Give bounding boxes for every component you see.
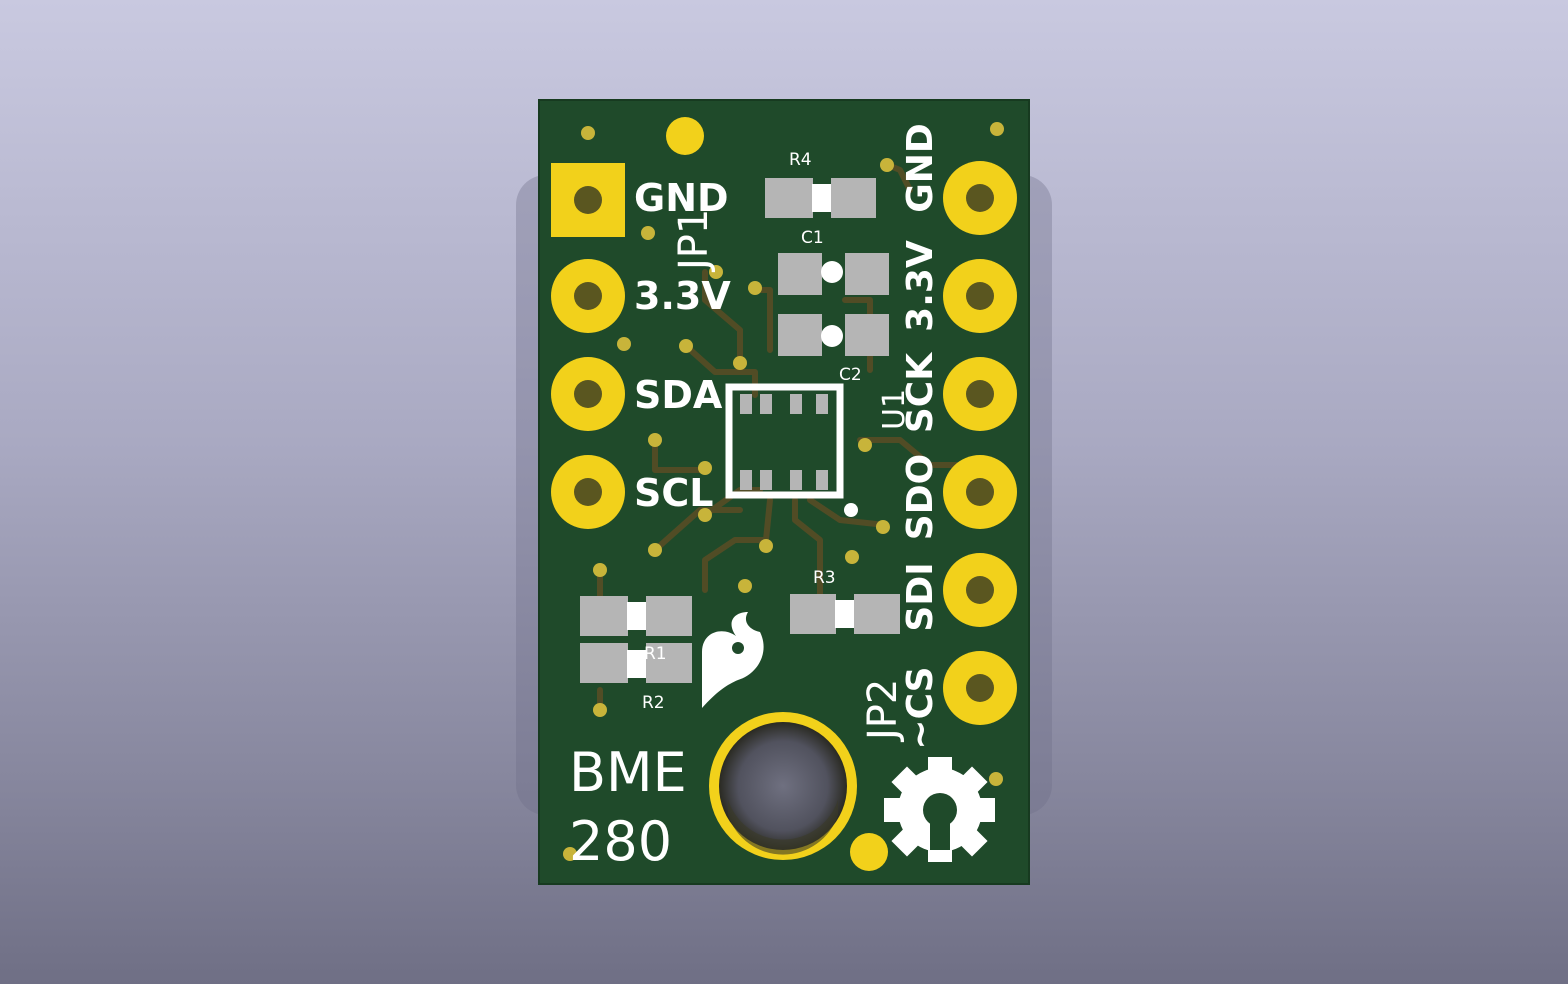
fiducial-bottom [850, 833, 888, 871]
right-pin-label-gnd: GND [900, 123, 941, 213]
right-pin-label-3v3: 3.3V [900, 240, 941, 332]
left-header-pads [551, 163, 625, 529]
r4-designator: R4 [789, 150, 812, 170]
via [759, 539, 773, 553]
jp2-designator: JP2 [860, 679, 906, 743]
r3-designator: R3 [813, 568, 836, 588]
left-pin-label-3v3: 3.3V [634, 274, 731, 318]
via [593, 703, 607, 717]
via [593, 563, 607, 577]
u1-designator: U1 [877, 389, 912, 430]
left-pin-label-sda: SDA [634, 373, 723, 417]
via [738, 579, 752, 593]
smd-c2 [778, 314, 889, 356]
right-pin-label-sck: SCK [900, 352, 941, 433]
smd-r2 [580, 643, 692, 683]
sparkfun-flame-icon [702, 612, 764, 708]
via [698, 461, 712, 475]
via [679, 339, 693, 353]
right-pin-label-sdi: SDI [900, 562, 941, 631]
via [563, 847, 577, 861]
via [648, 433, 662, 447]
vias [563, 122, 1004, 861]
via [581, 126, 595, 140]
via [748, 281, 762, 295]
pcb-board-edge [538, 99, 1030, 885]
via [698, 508, 712, 522]
board-title-line2: 280 [569, 810, 672, 873]
smd-r4 [765, 178, 876, 218]
via [733, 356, 747, 370]
via [858, 438, 872, 452]
smd-r3 [790, 594, 900, 634]
right-pin-label-cs: ~CS [900, 666, 941, 749]
mounting-hole [709, 712, 857, 860]
via [617, 337, 631, 351]
via [845, 550, 859, 564]
via [989, 772, 1003, 786]
via [641, 226, 655, 240]
via [648, 543, 662, 557]
smd-r1 [580, 596, 692, 636]
smd-c1 [778, 253, 889, 295]
board-title-line1: BME [569, 741, 687, 804]
r1-designator: R1 [644, 644, 667, 664]
via [709, 265, 723, 279]
via [990, 122, 1004, 136]
left-pin-label-scl: SCL [634, 471, 713, 515]
right-header-pads [943, 161, 1017, 725]
fiducial-top [666, 117, 704, 155]
r2-designator: R2 [642, 693, 665, 713]
c1-designator: C1 [801, 228, 824, 248]
c2-designator: C2 [839, 365, 862, 385]
jp1-designator: JP1 [671, 209, 717, 273]
right-pin-label-sdo: SDO [900, 454, 941, 540]
via [880, 158, 894, 172]
u1-sensor-chip [725, 383, 858, 517]
left-pin-label-gnd: GND [634, 176, 729, 220]
via [876, 520, 890, 534]
